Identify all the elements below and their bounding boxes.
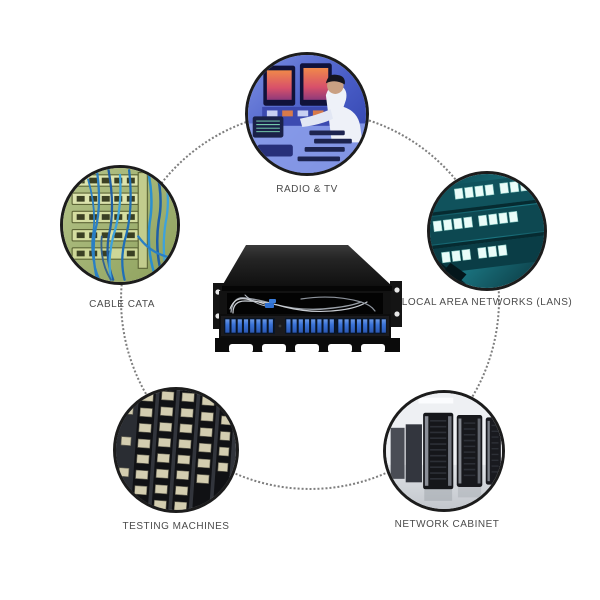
cable-cata-photo	[60, 165, 180, 285]
network-cabinet-label: NETWORK CABINET	[394, 519, 500, 530]
broadcast-control-room-illustration	[248, 55, 366, 173]
radio-tv-label: RADIO & TV	[276, 184, 338, 195]
module-grid-illustration	[116, 390, 236, 510]
network-cabinet-photo	[383, 390, 505, 512]
server-room-illustration	[386, 393, 502, 509]
testing-machines-photo	[113, 387, 239, 513]
patch-panel-illustration	[213, 245, 402, 353]
network-switch-ports-illustration	[430, 174, 544, 288]
lans-label: LOCAL AREA NETWORKS (LANS)	[401, 297, 573, 308]
cable-cata-label: CABLE CATA	[89, 299, 155, 310]
testing-machines-label: TESTING MACHINES	[122, 521, 230, 532]
lans-photo	[427, 171, 547, 291]
radio-tv-photo	[245, 52, 369, 176]
patch-panel-product-photo	[205, 237, 405, 362]
patch-panel-cables-illustration	[63, 168, 177, 282]
